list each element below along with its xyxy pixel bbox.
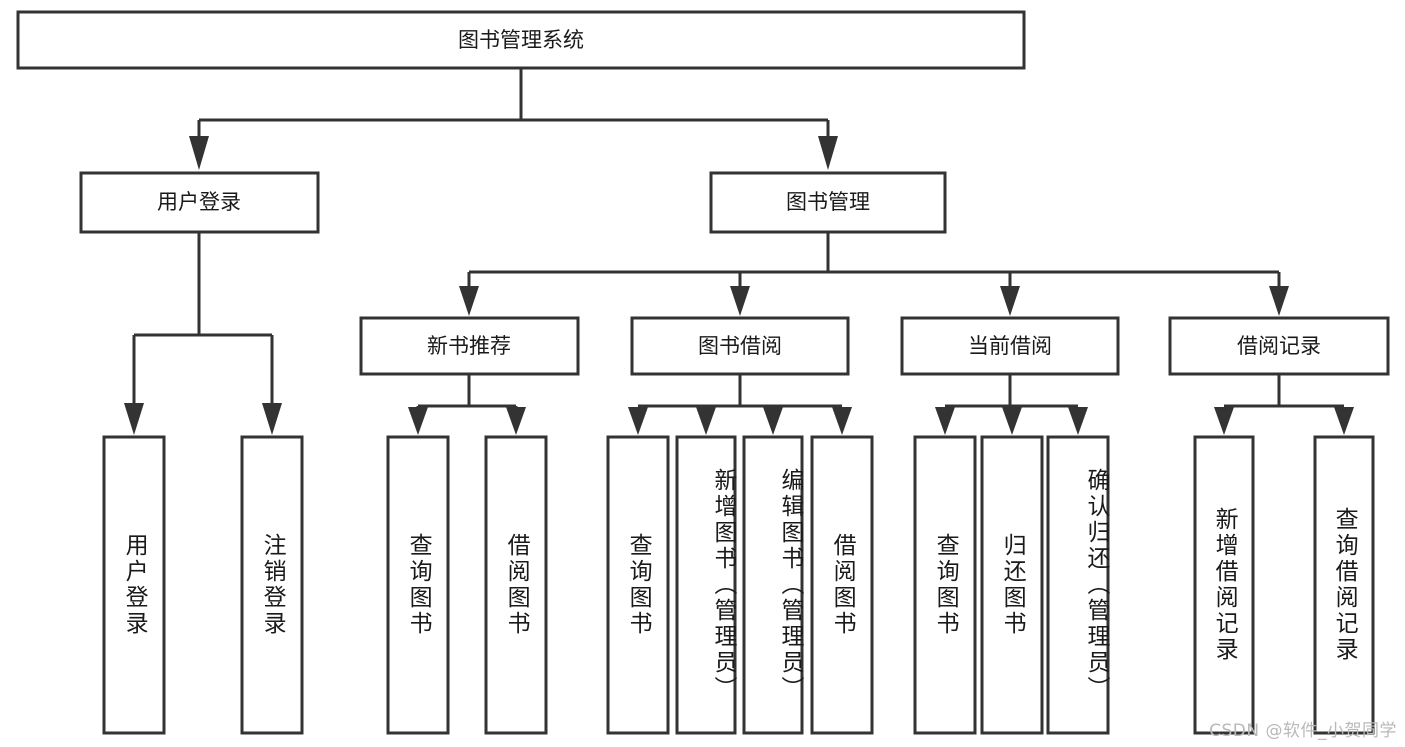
arrow-head-current-borrow [1000, 286, 1020, 316]
node-box-leaf-query-book-current[interactable] [913, 435, 977, 735]
connector-group-book-borrow [628, 374, 852, 435]
connector-group-book-management [459, 232, 1289, 316]
connector-group-user-login [124, 232, 282, 435]
arrow-head-book-borrow [730, 286, 750, 316]
node-box-book-borrow[interactable] [630, 316, 850, 376]
arrow-head-leaf-query-borrow-record [1334, 407, 1354, 435]
node-box-leaf-add-book[interactable] [675, 435, 737, 735]
node-box-leaf-logout[interactable] [240, 435, 304, 735]
arrow-head-user-login [189, 136, 209, 170]
node-label-borrow-record: 借阅记录 [1237, 334, 1321, 358]
arrow-head-leaf-query-book-borrow [628, 407, 648, 435]
arrow-head-leaf-borrow-book [832, 407, 852, 435]
arrow-head-leaf-return-book [1002, 407, 1022, 435]
node-box-borrow-record[interactable] [1168, 316, 1390, 376]
arrow-head-leaf-edit-book [763, 407, 783, 435]
arrow-head-leaf-borrow-book-recommend [506, 407, 526, 435]
connector-group-borrow-record [1214, 374, 1354, 435]
node-label-new-book-recommend: 新书推荐 [427, 334, 511, 358]
watermark-text: CSDN @软件_小贺同学 [1209, 721, 1397, 741]
node-label-user-login: 用户登录 [157, 190, 241, 214]
node-box-leaf-return-book[interactable] [980, 435, 1044, 735]
node-box-book-management[interactable] [709, 171, 947, 234]
node-box-leaf-confirm-return[interactable] [1046, 435, 1110, 735]
arrow-head-book-management [818, 136, 838, 170]
node-label-root: 图书管理系统 [458, 28, 584, 52]
arrow-head-leaf-user-login [124, 403, 144, 435]
node-box-leaf-borrow-book[interactable] [810, 435, 874, 735]
node-label-book-management: 图书管理 [786, 190, 870, 214]
arrow-head-leaf-add-borrow-record [1214, 407, 1234, 435]
arrow-head-leaf-query-book-current [935, 407, 955, 435]
arrow-head-borrow-record [1269, 286, 1289, 316]
node-label-book-borrow: 图书借阅 [698, 334, 782, 358]
node-box-root[interactable] [16, 10, 1026, 70]
arrow-head-leaf-add-book [696, 407, 716, 435]
node-box-leaf-add-borrow-record[interactable] [1193, 435, 1255, 735]
node-label-current-borrow: 当前借阅 [968, 334, 1052, 358]
node-box-leaf-query-borrow-record[interactable] [1313, 435, 1375, 735]
connector-group-current-borrow [935, 374, 1088, 435]
connector-group-new-book-recommend [408, 374, 526, 435]
connector-group-root [189, 68, 838, 170]
node-box-leaf-edit-book[interactable] [742, 435, 804, 735]
arrow-head-leaf-logout [262, 403, 282, 435]
node-box-current-borrow[interactable] [900, 316, 1120, 376]
node-box-user-login[interactable] [79, 171, 320, 234]
node-box-leaf-query-book-borrow[interactable] [606, 435, 670, 735]
arrow-head-leaf-confirm-return [1068, 407, 1088, 435]
arrow-head-leaf-query-book-recommend [408, 407, 428, 435]
node-box-leaf-user-login[interactable] [102, 435, 166, 735]
node-box-leaf-query-book-recommend[interactable] [386, 435, 450, 735]
arrow-head-new-book-recommend [459, 286, 479, 316]
node-box-new-book-recommend[interactable] [359, 316, 580, 376]
node-box-leaf-borrow-book-recommend[interactable] [484, 435, 548, 735]
